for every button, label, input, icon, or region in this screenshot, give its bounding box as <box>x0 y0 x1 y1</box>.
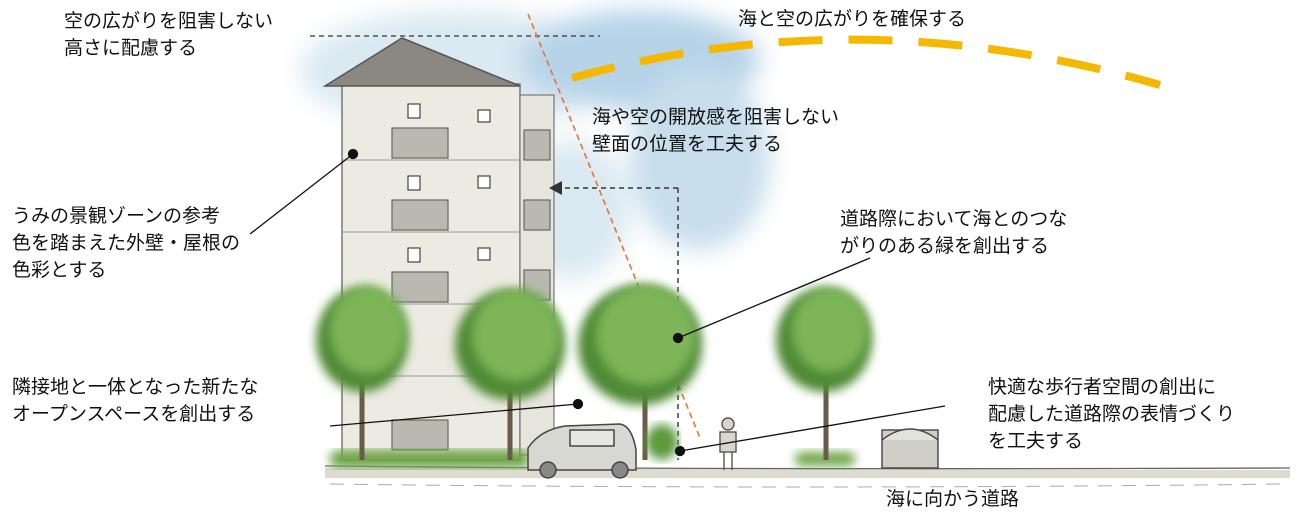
kiosk <box>881 428 939 469</box>
label-line: 配慮した道路際の表情づくり <box>988 403 1236 425</box>
label-line: うみの景観ゾーンの参考 <box>12 205 221 227</box>
label-line: を工夫する <box>988 430 1084 452</box>
label-sky-height: 空の広がりを阻害しない 高さに配慮する <box>64 8 273 62</box>
label-green: 道路際において海とのつな がりのある緑を創出する <box>840 206 1067 260</box>
label-line: 高さに配慮する <box>64 37 198 59</box>
parked-car <box>527 423 637 479</box>
label-road: 海に向かう道路 <box>886 486 1019 513</box>
label-open-space: 隣接地と一体となった新たな オープンスペースを創出する <box>12 374 258 428</box>
label-line: 海に向かう道路 <box>886 488 1020 510</box>
label-line: 海と空の広がりを確保する <box>738 8 967 30</box>
label-pedestrian: 快適な歩行者空間の創出に 配慮した道路際の表情づくり を工夫する <box>988 374 1235 455</box>
label-line: 道路際において海とのつな <box>840 208 1068 230</box>
tree-4 <box>776 288 872 460</box>
shrub <box>646 424 678 460</box>
label-line: がりのある緑を創出する <box>840 235 1050 257</box>
label-wall-position: 海や空の開放感を阻害しない 壁面の位置を工夫する <box>592 104 839 158</box>
ground <box>324 465 1291 488</box>
tree-2 <box>455 289 565 460</box>
trees <box>316 285 872 460</box>
label-line: 壁面の位置を工夫する <box>592 133 783 155</box>
label-line: 色を踏まえた外壁・屋根の <box>12 232 241 254</box>
label-line: 色彩とする <box>12 259 107 281</box>
label-line: オープンスペースを創出する <box>12 403 256 425</box>
tree-1 <box>316 286 408 460</box>
label-colors: うみの景観ゾーンの参考 色を踏まえた外壁・屋根の 色彩とする <box>12 203 240 284</box>
label-line: 快適な歩行者空間の創出に <box>988 376 1217 398</box>
label-sea-sky: 海と空の広がりを確保する <box>738 6 966 33</box>
tree-3 <box>578 285 702 460</box>
pedestrian-figure <box>719 417 737 470</box>
label-line: 空の広がりを阻害しない <box>64 10 274 32</box>
leader-lines <box>249 148 946 457</box>
label-line: 隣接地と一体となった新たな <box>12 376 259 398</box>
sea-sky-arc <box>570 35 1162 89</box>
label-line: 海や空の開放感を阻害しない <box>592 106 840 128</box>
